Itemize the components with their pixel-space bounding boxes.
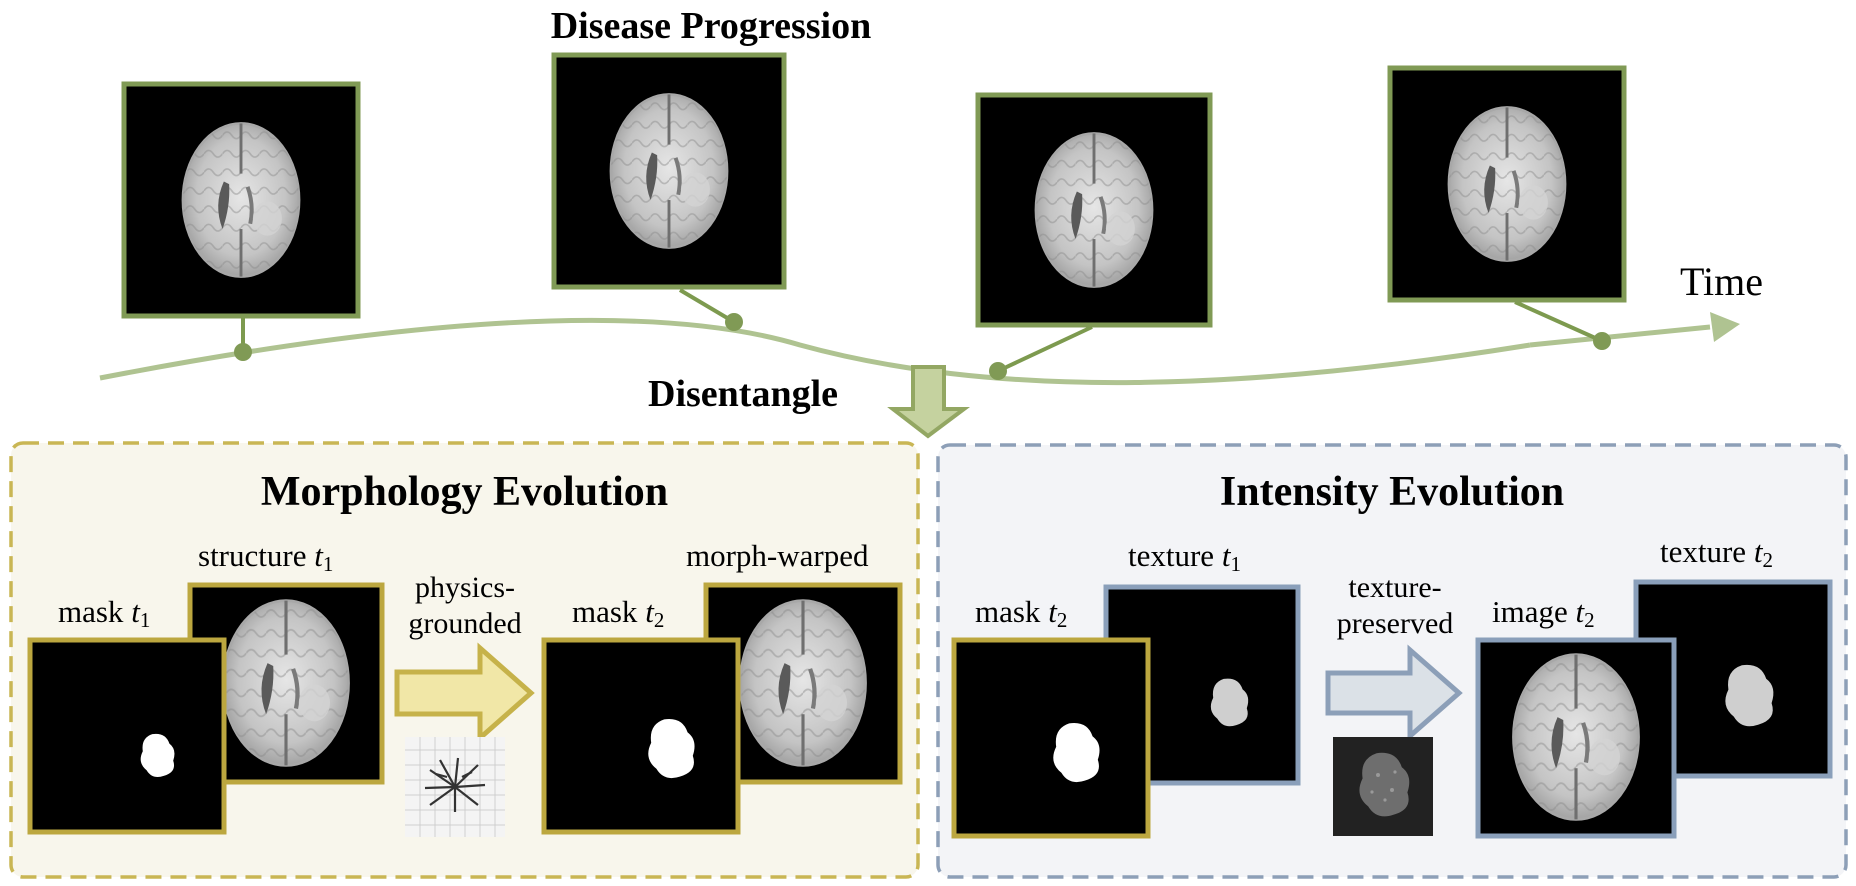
intensity-mask-t2-image bbox=[951, 637, 1151, 839]
figure-title: Disease Progression bbox=[550, 5, 872, 47]
morph-warped-label: morph-warped bbox=[686, 538, 869, 573]
intensity-mask-t2-label: mask t2 bbox=[975, 594, 1068, 632]
morphology-title: Morphology Evolution bbox=[260, 469, 669, 515]
texture-preserved-label: texture-preserved bbox=[1336, 571, 1454, 640]
physics-grounded-arrow bbox=[394, 642, 535, 744]
time-curve bbox=[99, 317, 1531, 386]
mri-timepoint-3 bbox=[975, 92, 1213, 328]
mask-t2-image bbox=[541, 637, 741, 835]
time-curve-end bbox=[1529, 324, 1711, 348]
deformation-field-thumbnail bbox=[405, 737, 505, 837]
mask-t2-label: mask t2 bbox=[572, 594, 665, 632]
texture-t1-label: texture t1 bbox=[1128, 538, 1241, 576]
mask-t1-label: mask t1 bbox=[58, 594, 151, 632]
mask-t1-image bbox=[27, 637, 227, 835]
image-t2-label: image t2 bbox=[1492, 594, 1595, 632]
texture-residual-thumbnail bbox=[1333, 737, 1433, 836]
mri-timepoint-1 bbox=[121, 81, 361, 319]
physics-grounded-label: physics-grounded bbox=[408, 571, 522, 640]
timepoint-3-dot bbox=[989, 362, 1007, 380]
structure-t1-label: structure t1 bbox=[198, 538, 334, 576]
texture-t2-label: texture t2 bbox=[1660, 534, 1773, 572]
intensity-title: Intensity Evolution bbox=[1219, 469, 1565, 515]
disentangle-label: Disentangle bbox=[648, 373, 838, 415]
timepoint-2-dot bbox=[725, 313, 743, 331]
mri-timepoint-4 bbox=[1387, 65, 1627, 303]
connector-4 bbox=[1514, 300, 1603, 343]
timepoint-1-dot bbox=[234, 343, 252, 361]
connector-2 bbox=[678, 288, 736, 324]
mri-timepoint-2 bbox=[551, 52, 787, 290]
timepoint-4-dot bbox=[1593, 332, 1611, 350]
connector-3 bbox=[997, 325, 1093, 373]
image-t2 bbox=[1475, 637, 1677, 839]
texture-preserved-arrow bbox=[1325, 644, 1463, 742]
disentangle-arrow bbox=[887, 365, 970, 439]
time-axis-label: Time bbox=[1680, 259, 1764, 304]
time-arrowhead bbox=[1710, 312, 1740, 342]
